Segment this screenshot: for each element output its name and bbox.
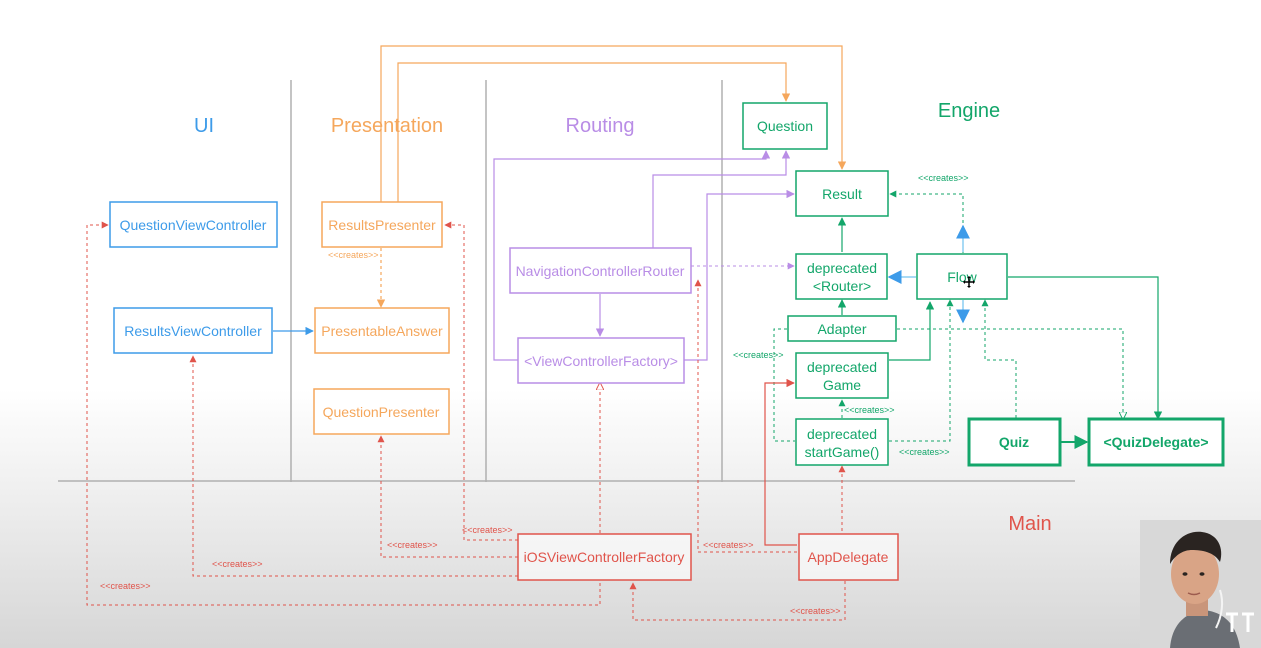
edge-labels: <<creates>> <<creates>> <<creates>> <<cr… (100, 173, 969, 616)
edge-app-delegate-creates-nav-router (694, 279, 797, 553)
node-label: Result (822, 186, 862, 202)
node-label: Question (757, 118, 813, 134)
node-label-line1: deprecated (807, 359, 877, 375)
node-label-line1: deprecated (807, 426, 877, 442)
node-label-line2: Game (823, 377, 861, 393)
creates-label-results-vc: <<creates>> (212, 559, 263, 569)
section-title-engine: Engine (938, 100, 1000, 122)
edges (86, 45, 1163, 621)
node-label: iOSViewControllerFactory (524, 549, 685, 565)
node-label: QuestionPresenter (323, 404, 440, 420)
node-quiz-delegate[interactable]: <QuizDelegate> (1087, 417, 1225, 467)
node-ios-view-controller-factory[interactable]: iOSViewControllerFactory (517, 533, 692, 581)
node-label: ResultsPresenter (328, 217, 436, 233)
node-deprecated-router[interactable]: deprecated <Router> (795, 253, 888, 300)
section-title-routing: Routing (566, 115, 635, 137)
edge-flow-creates-result (889, 190, 964, 253)
section-title-ui: UI (194, 115, 214, 137)
node-label: NavigationControllerRouter (516, 263, 685, 279)
move-cursor-icon (963, 276, 975, 288)
node-label: PresentableAnswer (321, 323, 443, 339)
creates-label-question-presenter: <<creates>> (387, 540, 438, 550)
node-results-view-controller[interactable]: ResultsViewController (113, 307, 273, 354)
node-label: Quiz (999, 434, 1029, 450)
edge-factory-creates-question-presenter (377, 435, 518, 558)
presenter-webcam (1140, 520, 1261, 648)
node-label-line2: startGame() (805, 444, 880, 460)
node-deprecated-game[interactable]: deprecated Game (795, 352, 889, 399)
node-navigation-controller-router[interactable]: NavigationControllerRouter (509, 247, 692, 294)
node-app-delegate[interactable]: AppDelegate (798, 533, 899, 581)
edge-factory-creates-results-vc (189, 355, 518, 577)
node-result[interactable]: Result (795, 170, 889, 217)
node-deprecated-start-game[interactable]: deprecated startGame() (795, 418, 889, 466)
section-title-presentation: Presentation (331, 115, 443, 137)
node-question-presenter[interactable]: QuestionPresenter (313, 388, 450, 435)
edge-nav-router-to-question (652, 150, 791, 248)
creates-label-flow-result: <<creates>> (918, 173, 969, 183)
node-label: <QuizDelegate> (1103, 434, 1208, 450)
section-title-main: Main (1008, 513, 1051, 535)
edge-game-to-flow (889, 301, 935, 361)
edge-app-delegate-creates-factory (629, 581, 846, 621)
node-question-view-controller[interactable]: QuestionViewController (109, 201, 278, 248)
edge-start-game-creates-flow (889, 299, 954, 442)
creates-label-adapter: <<creates>> (733, 350, 784, 360)
edge-results-presenter-to-result (380, 45, 847, 203)
edge-app-delegate-to-game (764, 378, 797, 546)
node-view-controller-factory[interactable]: <ViewControllerFactory> (517, 337, 685, 384)
creates-label-presenter: <<creates>> (328, 250, 379, 260)
edge-quiz-to-flow (981, 299, 1017, 418)
node-label: QuestionViewController (120, 217, 267, 233)
node-results-presenter[interactable]: ResultsPresenter (321, 201, 443, 248)
node-flow[interactable]: Flow (916, 253, 1008, 300)
creates-label-start-game: <<creates>> (899, 447, 950, 457)
edge-vcfactory-to-question (493, 150, 771, 361)
section-dividers (58, 80, 1075, 482)
node-label: ResultsViewController (124, 323, 262, 339)
edge-adapter-creates-start-game (773, 328, 795, 442)
node-label: Flow (947, 269, 977, 285)
node-label: <ViewControllerFactory> (524, 353, 678, 369)
creates-label-factory: <<creates>> (790, 606, 841, 616)
creates-label-results-presenter: <<creates>> (462, 525, 513, 535)
edge-factory-creates-results-presenter (444, 221, 518, 541)
node-label-line1: deprecated (807, 260, 877, 276)
node-label-line2: <Router> (813, 278, 871, 294)
node-question[interactable]: Question (742, 102, 828, 150)
creates-label-question-vc: <<creates>> (100, 581, 151, 591)
edge-factory-creates-question-vc (86, 221, 601, 606)
presenter-avatar-icon (1140, 520, 1261, 648)
node-label: Adapter (817, 321, 866, 337)
creates-label-game: <<creates>> (844, 405, 895, 415)
creates-label-nav-router: <<creates>> (703, 540, 754, 550)
edge-flow-to-quiz-delegate (1008, 276, 1163, 420)
node-label: AppDelegate (808, 549, 889, 565)
edge-results-presenter-to-question (397, 62, 791, 203)
node-adapter[interactable]: Adapter (787, 315, 897, 342)
edge-adapter-to-quiz-delegate (897, 328, 1123, 419)
edge-vcfactory-to-result (684, 189, 795, 361)
node-presentable-answer[interactable]: PresentableAnswer (314, 307, 450, 354)
node-quiz[interactable]: Quiz (967, 417, 1062, 467)
